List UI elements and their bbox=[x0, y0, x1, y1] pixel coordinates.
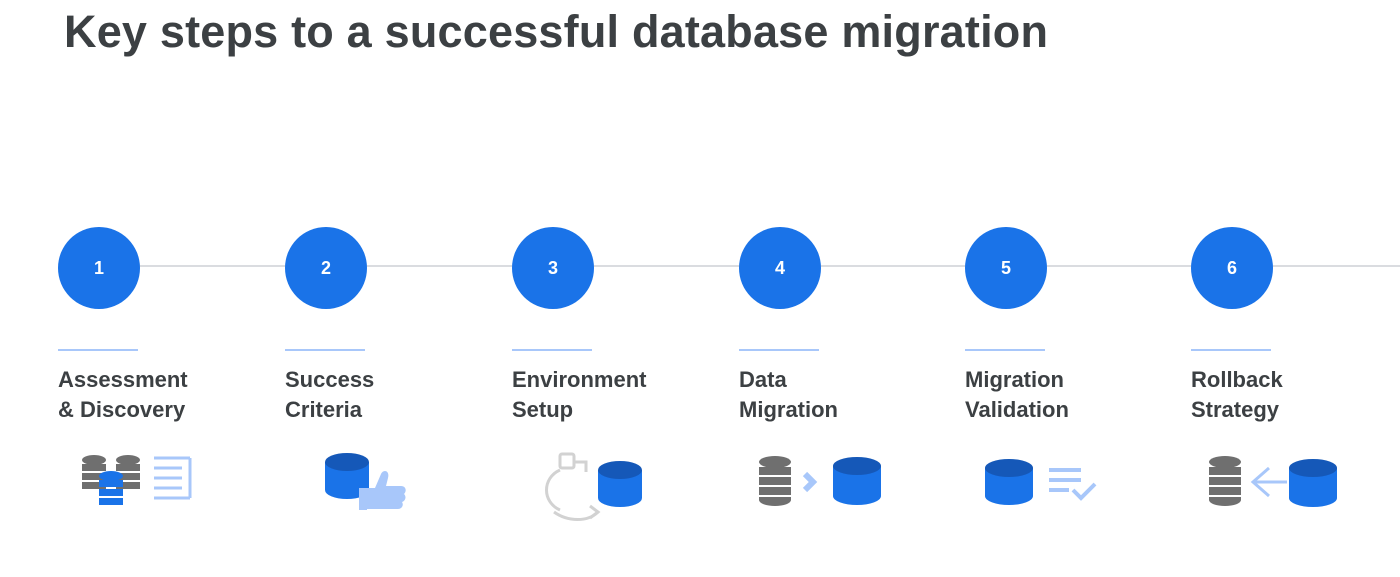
step-label: Migration Validation bbox=[965, 365, 1165, 425]
step-number-badge: 5 bbox=[965, 227, 1047, 309]
step-divider bbox=[965, 349, 1045, 351]
database-checklist-icon bbox=[985, 459, 1097, 505]
step-label-line1: Rollback bbox=[1191, 367, 1283, 392]
database-transfer-icon bbox=[759, 456, 881, 506]
step-6: 6 Rollback Strategy bbox=[1191, 0, 1391, 577]
step-label-line1: Data bbox=[739, 367, 787, 392]
step-label-line2: Migration bbox=[739, 397, 838, 422]
step-label-line1: Success bbox=[285, 367, 375, 392]
step-label-line2: Criteria bbox=[285, 397, 363, 422]
step-label-line2: Strategy bbox=[1191, 397, 1280, 422]
step-label: Data Migration bbox=[739, 365, 939, 425]
step-label: Assessment & Discovery bbox=[58, 365, 258, 425]
step-number-badge: 2 bbox=[285, 227, 367, 309]
step-label-line2: Setup bbox=[512, 397, 574, 422]
step-1: 1 Assessment & Discovery bbox=[58, 0, 258, 577]
page-title: Key steps to a successful database migra… bbox=[64, 6, 1049, 57]
step-label-line2: & Discovery bbox=[58, 397, 186, 422]
step-number-badge: 4 bbox=[739, 227, 821, 309]
step-label-line1: Assessment bbox=[58, 367, 188, 392]
step-label: Environment Setup bbox=[512, 365, 712, 425]
step-label: Success Criteria bbox=[285, 365, 485, 425]
step-divider bbox=[58, 349, 138, 351]
step-4: 4 Data Migration bbox=[739, 0, 939, 577]
step-divider bbox=[1191, 349, 1271, 351]
step-label: Rollback Strategy bbox=[1191, 365, 1391, 425]
database-thumbs-up-icon bbox=[325, 453, 406, 510]
step-divider bbox=[512, 349, 592, 351]
step-5: 5 Migration Validation bbox=[965, 0, 1165, 577]
step-2: 2 Success Criteria bbox=[285, 0, 485, 577]
step-divider bbox=[285, 349, 365, 351]
step-3: 3 Environment Setup bbox=[512, 0, 712, 577]
step-number-badge: 1 bbox=[58, 227, 140, 309]
step-divider bbox=[739, 349, 819, 351]
database-rollback-icon bbox=[1209, 456, 1337, 507]
step-label-line1: Migration bbox=[965, 367, 1064, 392]
step-number-badge: 6 bbox=[1191, 227, 1273, 309]
step-label-line2: Validation bbox=[965, 397, 1069, 422]
database-stack-document-icon bbox=[82, 455, 192, 505]
environment-setup-database-icon bbox=[545, 452, 642, 521]
step-number-badge: 3 bbox=[512, 227, 594, 309]
step-label-line1: Environment bbox=[512, 367, 647, 392]
